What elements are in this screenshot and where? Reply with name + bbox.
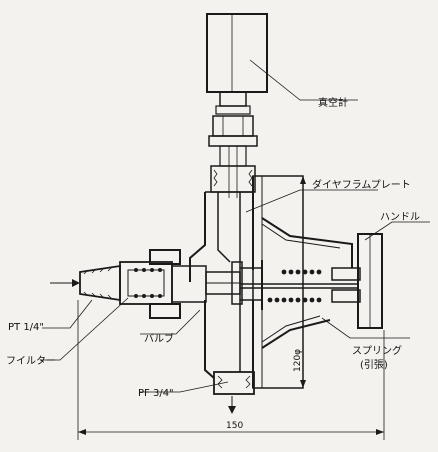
label-vacuum-gauge: 真空計 bbox=[318, 96, 348, 109]
dimension-diameter-label: 120φ bbox=[293, 349, 303, 372]
spring-lower bbox=[267, 297, 322, 303]
leader-lines bbox=[40, 59, 430, 393]
label-pf: PF 3/4" bbox=[138, 388, 174, 399]
label-spring: スプリング bbox=[352, 344, 402, 357]
label-handle: ハンドル bbox=[380, 212, 420, 223]
label-diaphragm-plate: ダイヤフラムプレート bbox=[312, 178, 411, 191]
filter-cartridge bbox=[119, 261, 173, 305]
label-spring-tension: (引張) bbox=[360, 359, 388, 371]
vacuum-gauge bbox=[206, 13, 268, 115]
dimension-150 bbox=[77, 300, 385, 440]
spring-upper bbox=[281, 269, 322, 275]
valve-block bbox=[149, 249, 243, 319]
label-pt: PT 1/4" bbox=[8, 322, 44, 333]
label-valve: バルブ bbox=[144, 332, 174, 345]
inlet-fitting bbox=[50, 264, 121, 302]
dimension-width-label: 150 bbox=[226, 421, 243, 431]
dimension-120 bbox=[300, 176, 306, 388]
gauge-connector bbox=[208, 115, 258, 198]
label-filter: フイルター bbox=[6, 355, 56, 367]
valve-body bbox=[189, 176, 255, 414]
handle bbox=[331, 233, 383, 329]
